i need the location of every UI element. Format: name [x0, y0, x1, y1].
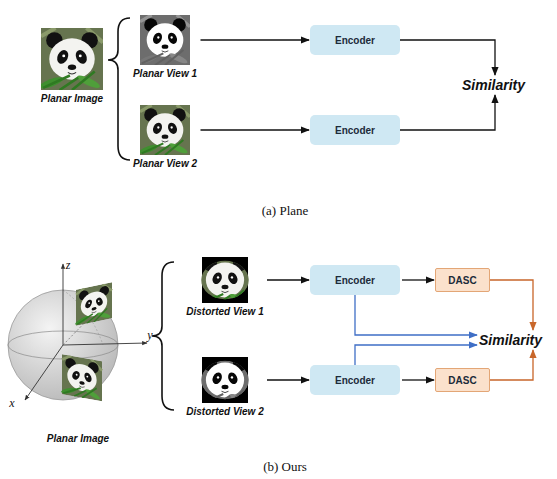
view-image: Planar View 2 — [132, 105, 199, 169]
distorted-view-picture — [199, 257, 251, 303]
image-caption: Distorted View 2 — [185, 406, 265, 417]
split-brace — [108, 18, 130, 160]
split-brace — [152, 262, 174, 410]
view-image-picture — [140, 105, 190, 155]
output-label: Similarity — [479, 332, 545, 348]
encoder-box: Encoder — [310, 365, 400, 395]
encoder-box: Encoder — [310, 115, 400, 145]
blue-flow-arrow — [355, 345, 477, 365]
box-label: DASC — [448, 375, 476, 386]
similarity-output: Similarity — [462, 77, 528, 93]
image-caption: Planar Image — [2, 433, 154, 444]
sphere-image: Planar Image — [2, 250, 154, 444]
axis-label: x — [9, 396, 14, 411]
box-label: Encoder — [335, 275, 375, 286]
orange-flow-arrow — [490, 350, 533, 380]
output-label: Similarity — [462, 77, 528, 93]
distorted-view: Distorted View 1 — [185, 257, 265, 317]
box-label: Encoder — [335, 125, 375, 136]
image-caption: Planar View 2 — [132, 158, 199, 169]
axis-label: y — [147, 328, 152, 343]
panel-caption: (b) Ours — [263, 459, 307, 475]
flow-arrow — [267, 279, 309, 280]
blue-flow-arrow — [355, 295, 477, 335]
dasc-module: DASC — [435, 268, 490, 292]
input-image-picture — [41, 28, 103, 90]
input-image: Planar Image — [40, 28, 105, 104]
flow-arrow — [267, 379, 309, 380]
view-image-picture — [140, 15, 190, 65]
encoder-box: Encoder — [310, 265, 400, 295]
sphere-image-picture — [3, 250, 153, 430]
view-image: Planar View 1 — [132, 15, 199, 79]
flow-arrow — [201, 129, 310, 130]
dasc-module: DASC — [435, 368, 490, 392]
panel-caption: (a) Plane — [262, 203, 309, 219]
similarity-output: Similarity — [479, 332, 545, 348]
box-label: Encoder — [335, 35, 375, 46]
orange-flow-arrow — [490, 280, 533, 330]
image-caption: Distorted View 1 — [185, 306, 265, 317]
flow-arrow — [402, 379, 434, 380]
distorted-view: Distorted View 2 — [185, 357, 265, 417]
flow-arrow — [201, 39, 310, 40]
encoder-box: Encoder — [310, 25, 400, 55]
image-caption: Planar Image — [40, 93, 105, 104]
image-caption: Planar View 1 — [132, 68, 199, 79]
flow-arrow — [400, 40, 495, 75]
flow-arrow — [400, 95, 495, 130]
distorted-view-picture — [199, 357, 251, 403]
box-label: Encoder — [335, 375, 375, 386]
axis-label: z — [66, 258, 71, 273]
flow-arrow — [402, 279, 434, 280]
box-label: DASC — [448, 275, 476, 286]
